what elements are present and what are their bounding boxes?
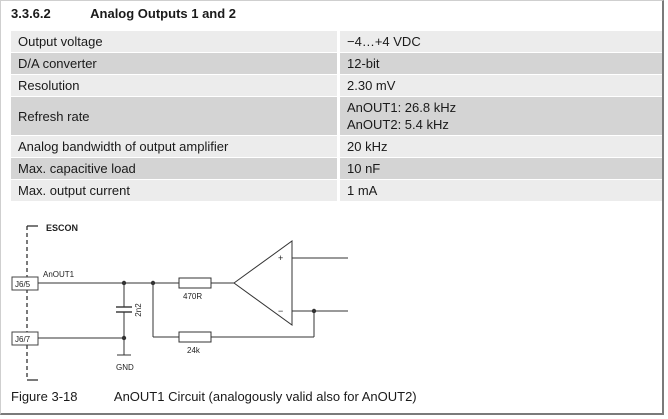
- junction-dot: [121, 335, 127, 341]
- spec-value: 2.30 mV: [338, 74, 662, 97]
- table-row: D/A converter 12-bit: [11, 52, 662, 75]
- device-label: ESCON: [46, 223, 78, 233]
- series-resistor-value: 470R: [183, 292, 202, 301]
- table-row: Resolution 2.30 mV: [11, 74, 662, 97]
- op-amp-plus: +: [278, 253, 283, 263]
- figure-number: Figure 3-18: [11, 389, 78, 404]
- series-resistor: [178, 277, 212, 289]
- section-number: 3.3.6.2: [11, 6, 51, 21]
- capacitor-value: 2n2: [134, 303, 143, 317]
- table-row: Refresh rate AnOUT1: 26.8 kHz AnOUT2: 5.…: [11, 96, 662, 136]
- spec-value-line: AnOUT2: 5.4 kHz: [347, 117, 449, 132]
- op-amp-minus: −: [278, 306, 283, 316]
- spec-value-line: AnOUT1: 26.8 kHz: [347, 100, 457, 115]
- spec-label: Max. output current: [11, 179, 340, 202]
- spec-value: 20 kHz: [338, 135, 662, 158]
- section-title: Analog Outputs 1 and 2: [90, 6, 237, 21]
- spec-value: 1 mA: [338, 179, 662, 202]
- section-heading: 3.3.6.2 Analog Outputs 1 and 2: [11, 6, 236, 21]
- table-row: Output voltage −4…+4 VDC: [11, 31, 662, 53]
- spec-label: Analog bandwidth of output amplifier: [11, 135, 340, 158]
- spec-value: 10 nF: [338, 157, 662, 180]
- feedback-resistor-value: 24k: [187, 346, 201, 355]
- spec-label: Output voltage: [11, 31, 340, 53]
- figure-caption: Figure 3-18 AnOUT1 Circuit (analogously …: [11, 389, 417, 404]
- spec-value: AnOUT1: 26.8 kHz AnOUT2: 5.4 kHz: [338, 96, 662, 136]
- table-row: Max. capacitive load 10 nF: [11, 157, 662, 180]
- signal-label: AnOUT1: [43, 270, 75, 279]
- pin-label-bottom: J6/7: [15, 335, 31, 344]
- circuit-diagram: ESCON J6/5 J6/7 AnOUT1 470R + − 24k 2n2 …: [11, 223, 348, 381]
- ground-label: GND: [116, 363, 134, 372]
- spec-label: Resolution: [11, 74, 340, 97]
- feedback-resistor: [178, 331, 212, 343]
- spec-value: −4…+4 VDC: [338, 31, 662, 53]
- op-amp-symbol: [233, 240, 293, 326]
- spec-label: Max. capacitive load: [11, 157, 340, 180]
- table-row: Max. output current 1 mA: [11, 179, 662, 202]
- spec-value: 12-bit: [338, 52, 662, 75]
- specifications-table: Output voltage −4…+4 VDC D/A converter 1…: [11, 31, 662, 202]
- spec-label: Refresh rate: [11, 96, 340, 136]
- pin-label-top: J6/5: [15, 280, 31, 289]
- spec-label: D/A converter: [11, 52, 340, 75]
- figure-caption-text: AnOUT1 Circuit (analogously valid also f…: [113, 389, 417, 404]
- table-row: Analog bandwidth of output amplifier 20 …: [11, 135, 662, 158]
